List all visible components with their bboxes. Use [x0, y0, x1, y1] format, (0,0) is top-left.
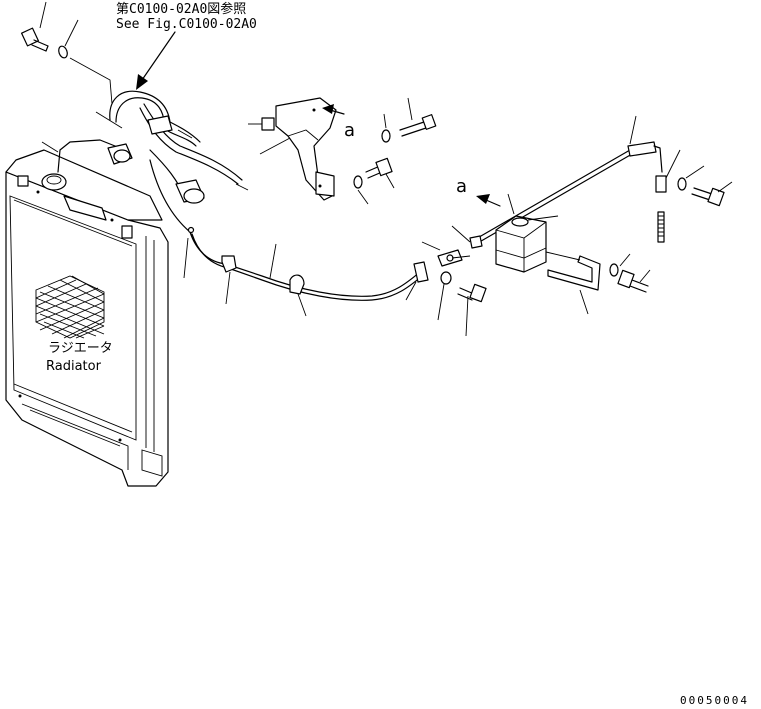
bracket-tab [261, 117, 275, 131]
leader-harness-2 [95, 111, 123, 129]
drawing-code: 00050004 [680, 694, 749, 707]
radiator-core-hatch [35, 275, 105, 339]
washer-strap [609, 263, 619, 277]
view-marker-a-1: a [344, 120, 355, 141]
radiator-label-jp: ラジエータ [48, 341, 113, 356]
leader-clip [665, 149, 681, 179]
cable-connector [187, 226, 195, 234]
elbow-link [451, 255, 471, 259]
bolt-bracket-lower [365, 157, 393, 179]
leader-washer-upper [383, 113, 387, 129]
washer-right [677, 177, 687, 191]
cable-clamp-3 [413, 261, 429, 283]
leader-sensor-connector [629, 115, 637, 145]
leader-bolt-upper [407, 97, 413, 121]
leader-cap [41, 141, 59, 153]
leader-strap [579, 289, 589, 315]
radiator [5, 149, 169, 487]
leader-clamp-1 [225, 271, 231, 305]
leader-cable-1 [183, 237, 189, 279]
sensor-wire [473, 149, 631, 241]
view-arrow-a-2 [476, 194, 501, 207]
leader-bolt-clamp [465, 295, 469, 337]
leader-washer-top-left [64, 19, 79, 47]
reference-arrow [136, 31, 176, 90]
sensor-clip [655, 175, 667, 193]
reference-note-en: See Fig.C0100-02A0 [116, 17, 257, 32]
leader-bolt-right [717, 181, 733, 193]
leader-bolt-top-left [39, 1, 47, 29]
washer-bracket-lower [353, 175, 363, 189]
tank-strap [547, 255, 601, 291]
leader-hose-fitting [451, 225, 471, 243]
leader-tank [527, 215, 559, 221]
leader-bolt-lower [385, 173, 395, 189]
reference-note-jp: 第C0100-02A0図参照 [116, 1, 246, 17]
leader-harness-4 [235, 183, 249, 191]
leader-clamp-2 [297, 293, 307, 317]
main-cable-inner [191, 233, 423, 301]
radiator-label-en: Radiator [46, 359, 102, 374]
bolt-strap [617, 269, 649, 293]
cable-clamp-2 [289, 274, 305, 295]
leader-cable-2 [269, 243, 277, 279]
sensor-connector [627, 141, 657, 157]
leader-washer-strap [619, 253, 631, 267]
reservoir-tank [495, 215, 547, 273]
view-arrow-a-1 [322, 104, 345, 115]
stud-right [657, 211, 665, 243]
main-cable [189, 231, 421, 297]
overflow-hose [57, 139, 121, 173]
leader-bolt-strap [639, 269, 651, 283]
wiring-harness [107, 90, 243, 233]
leader-clamp-3 [405, 281, 417, 301]
washer-clamp [440, 271, 452, 285]
washer-top-left [58, 45, 68, 59]
washer-bracket-upper [381, 129, 391, 143]
leader-tank-cap [507, 193, 515, 215]
view-marker-a-2: a [456, 176, 467, 197]
bolt-bracket-upper [399, 114, 437, 137]
strap-link [545, 251, 581, 261]
elbow-fitting [437, 249, 463, 267]
leader-bracket [259, 137, 291, 155]
leader-harness-3 [177, 129, 193, 139]
leader-elbow [421, 241, 441, 251]
sensor-lead [653, 145, 663, 173]
mounting-bracket [275, 97, 337, 201]
cable-clamp-1 [221, 255, 237, 273]
bolt-clamp [457, 283, 487, 303]
leader-washer-lower [357, 189, 369, 205]
bolt-right [691, 187, 725, 207]
leader-washer-right [685, 165, 705, 179]
hose-fitting [469, 235, 483, 249]
bolt-top-left [21, 27, 49, 52]
leader-harness-1 [69, 57, 113, 105]
leader-washer-clamp [437, 283, 445, 321]
